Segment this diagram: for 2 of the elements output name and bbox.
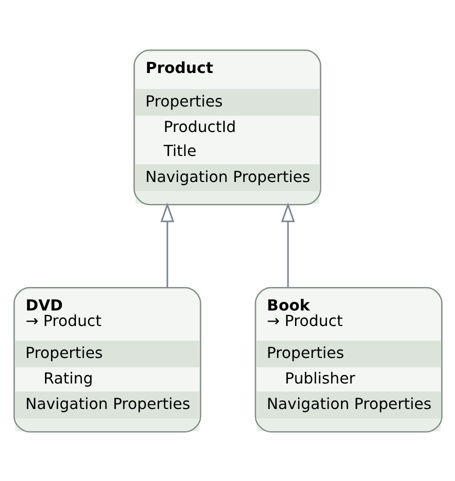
arrow (280, 202, 294, 287)
arrow (160, 202, 174, 287)
